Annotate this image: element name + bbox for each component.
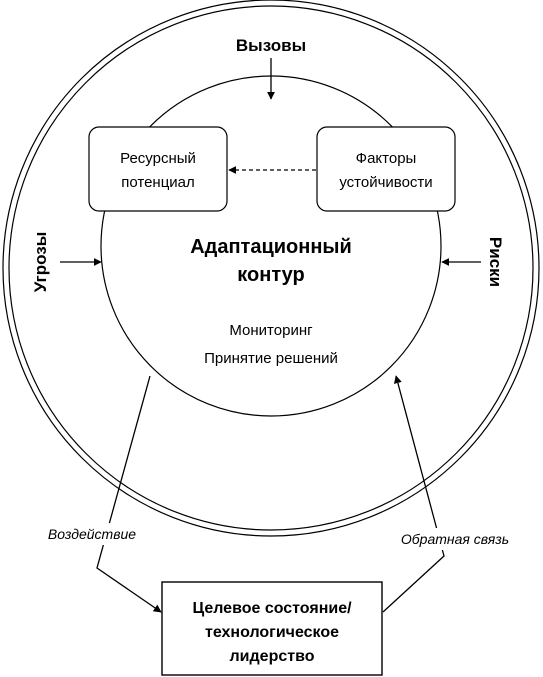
stability-factors-box <box>316 126 456 212</box>
feedback-label-bg <box>385 528 525 550</box>
stability-factors-line2: устойчивости <box>339 174 432 191</box>
feedback-edge <box>382 375 445 613</box>
feedback-label: Обратная связь <box>401 531 509 547</box>
impact-edge <box>96 375 162 613</box>
core-title-line1: Адаптационный <box>190 236 352 258</box>
impact-label: Воздействие <box>48 526 136 542</box>
target-state-line1: Целевое состояние/ <box>192 600 352 617</box>
risks-label: Риски <box>486 237 505 287</box>
outer-ring-outer <box>2 0 540 537</box>
core-title-line2: контур <box>237 264 304 286</box>
monitoring-label: Мониторинг <box>229 322 313 339</box>
resource-potential-line1: Ресурсный <box>120 150 196 167</box>
target-state-box <box>161 581 383 676</box>
decision-making-label: Принятие решений <box>204 350 338 367</box>
target-state-line3: лидерство <box>230 648 315 665</box>
threats-label: Угрозы <box>31 232 50 293</box>
resource-potential-line2: потенциал <box>121 174 195 191</box>
challenges-label: Вызовы <box>236 36 306 55</box>
impact-label-bg <box>34 523 150 545</box>
target-state-line2: технологическое <box>205 624 339 641</box>
outer-ring-inner <box>8 5 534 531</box>
stability-factors-line1: Факторы <box>356 150 417 167</box>
resource-potential-box <box>88 126 228 212</box>
